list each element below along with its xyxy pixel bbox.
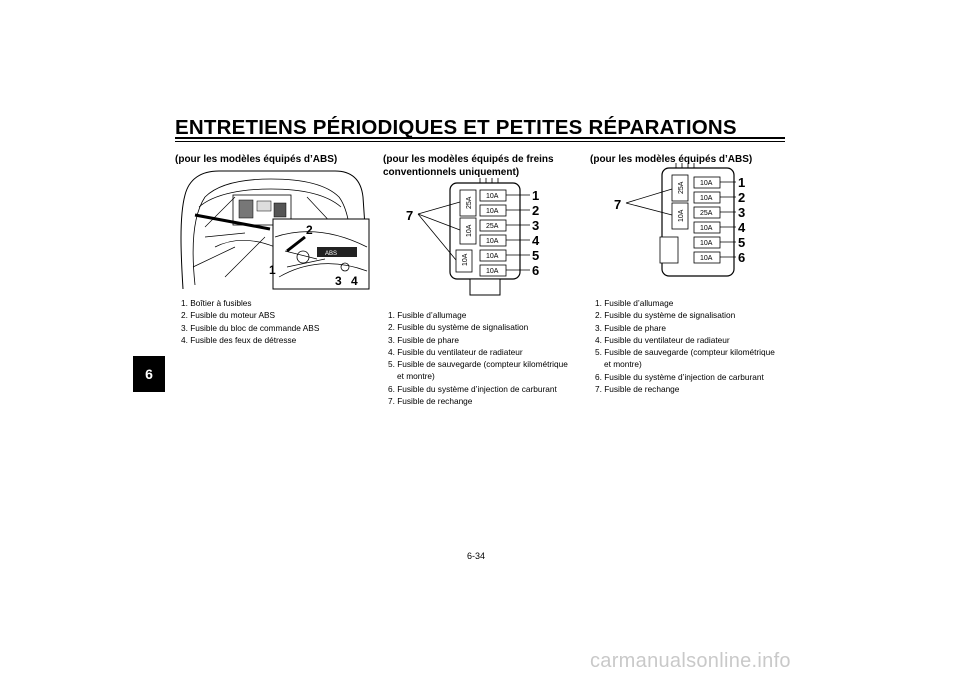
spare-fuse-label: 10A [462, 253, 469, 266]
fuse-label: 10A [700, 180, 713, 187]
legend-item: 3. Fusible du bloc de commande ABS [181, 322, 320, 333]
page-number: 6-34 [467, 551, 486, 561]
legend-item: 5. Fusible de sauvegarde (compteur kilom… [388, 359, 568, 382]
fuse-box-location-illustration: ABS 1 2 3 4 [175, 167, 370, 290]
title-rule-thin [175, 141, 785, 142]
legend-item: 1. Fusible d’allumage [388, 310, 467, 320]
callout-3: 3 [335, 274, 342, 288]
col3-legend: 1. Fusible d’allumage 2. Fusible du syst… [595, 297, 775, 395]
svg-text:ABS: ABS [325, 251, 337, 257]
spare-fuse-label: 25A [466, 196, 473, 209]
fuse-label: 10A [486, 253, 499, 260]
callout-2: 2 [738, 190, 745, 205]
fuse-label: 10A [700, 240, 713, 247]
legend-item: 6. Fusible du système d’injection de car… [595, 371, 764, 382]
callout-1: 1 [738, 175, 745, 190]
spare-fuse-label: 10A [678, 209, 685, 222]
title-rule [175, 137, 785, 139]
fuse-label: 10A [486, 208, 499, 215]
callout-7: 7 [614, 197, 621, 212]
legend-item: 1. Boîtier à fusibles [181, 298, 252, 308]
col3-heading: (pour les modèles équipés d’ABS) [590, 154, 753, 165]
callout-2: 2 [306, 223, 313, 237]
spare-fuse-label: 25A [678, 181, 685, 194]
callout-4: 4 [532, 233, 540, 248]
legend-item: 7. Fusible de rechange [595, 384, 680, 395]
watermark: carmanualsonline.info [590, 650, 791, 672]
legend-item: 3. Fusible de phare [388, 334, 460, 345]
callout-7: 7 [406, 208, 413, 223]
callout-5: 5 [532, 248, 539, 263]
legend-item: 2. Fusible du système de signalisation [595, 310, 736, 321]
col1-legend: 1. Boîtier à fusibles 2. Fusible du mote… [181, 297, 371, 346]
spare-fuse-label: 10A [466, 224, 473, 237]
legend-item: 2. Fusible du système de signalisation [388, 322, 529, 333]
legend-item: 5. Fusible de sauvegarde (compteur kilom… [595, 347, 775, 370]
fuse-label: 10A [700, 195, 713, 202]
fuse-label: 10A [700, 225, 713, 232]
fuse-box-diagram: 25A 10A 10A 10A 10A 25A 10A 10A 10A 1 2 … [406, 178, 540, 296]
legend-item: 2. Fusible du moteur ABS [181, 310, 276, 321]
fuse-label: 10A [486, 268, 499, 275]
legend-item: 3. Fusible de phare [595, 322, 667, 333]
col1-heading: (pour les modèles équipés d’ABS) [175, 154, 338, 165]
fuse-label: 10A [700, 255, 713, 262]
callout-3: 3 [532, 218, 539, 233]
callout-6: 6 [738, 250, 745, 265]
page-title: ENTRETIENS PÉRIODIQUES ET PETITES RÉPARA… [175, 116, 737, 139]
legend-item: 6. Fusible du système d’injection de car… [388, 383, 557, 394]
col2-heading: (pour les modèles équipés de freins conv… [383, 154, 554, 178]
legend-item: 4. Fusible des feux de détresse [181, 334, 297, 345]
legend-item: 1. Fusible d’allumage [595, 298, 674, 308]
callout-6: 6 [532, 263, 539, 278]
legend-item: 4. Fusible du ventilateur de radiateur [388, 346, 523, 357]
callout-1: 1 [532, 188, 539, 203]
legend-item: 7. Fusible de rechange [388, 396, 473, 407]
fuse-label: 25A [486, 223, 499, 230]
callout-1: 1 [269, 263, 276, 277]
callout-4: 4 [738, 220, 746, 235]
fuse-box-diagram: 25A 10A 10A 10A 25A 10A 10A 10A 1 2 3 4 … [614, 163, 746, 277]
legend-item: 4. Fusible du ventilateur de radiateur [595, 334, 730, 345]
callout-5: 5 [738, 235, 745, 250]
callout-2: 2 [532, 203, 539, 218]
chapter-tab[interactable]: 6 [133, 356, 165, 392]
col2-legend: 1. Fusible d’allumage 2. Fusible du syst… [388, 309, 568, 407]
fuse-label: 10A [486, 193, 499, 200]
fuse-label: 25A [700, 210, 713, 217]
fuse-label: 10A [486, 238, 499, 245]
callout-3: 3 [738, 205, 745, 220]
callout-4: 4 [351, 274, 358, 288]
